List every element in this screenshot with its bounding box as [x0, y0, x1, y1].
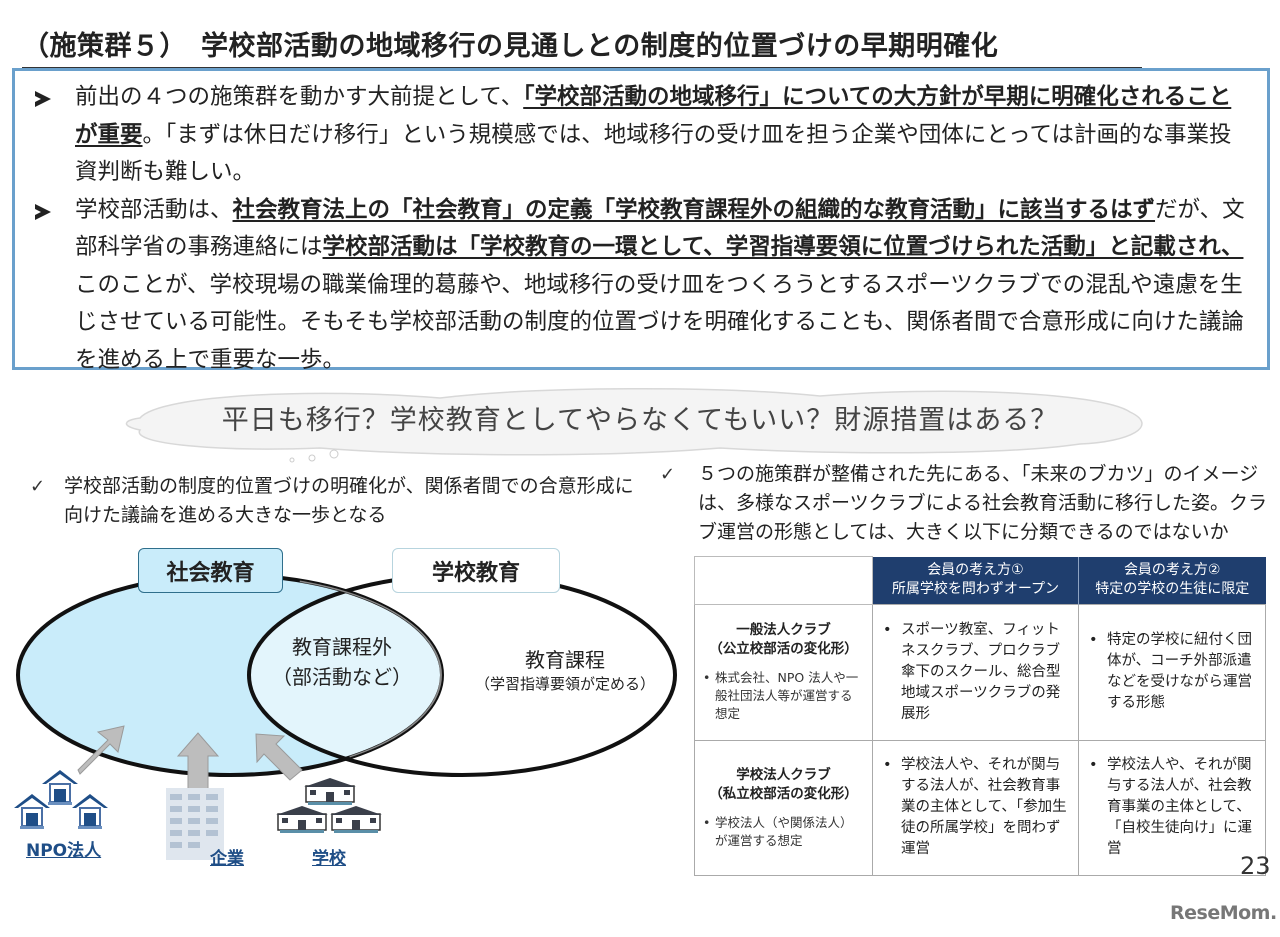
bullet-text: 。「まずは休日だけ移行」という規模感では、地域移行の受け皿を担う企業や団体にとっ…	[75, 121, 1232, 186]
cloud-shape-icon	[125, 388, 1143, 463]
thought-cloud: 平日も移行？学校教育としてやらなくてもいい？財源措置はある？	[120, 386, 1160, 463]
curriculum-label: 教育課程 （学習指導要領が定める）	[460, 646, 670, 694]
table-cell: 学校法人や、それが関与する法人が、社会教育事業の主体として、「参加生徒の所属学校…	[872, 739, 1079, 876]
column-header-line-1: 会員の考え方①	[927, 562, 1024, 579]
venn-ellipses	[14, 573, 677, 860]
checkpoint-text: 学校部活動の制度的位置づけの明確化が、関係者間での合意形成に向けた議論を進める大…	[64, 475, 634, 526]
arrow-company-icon	[176, 732, 220, 791]
bullet-emphasis: 「学校部活動の地域移行」についての大方針が早期に明確化されることが重要	[75, 84, 1232, 148]
npo-houses-icon	[14, 770, 108, 829]
column-header-line-1: 会員の考え方②	[1123, 562, 1221, 579]
summary-box: 前出の４つの施策群を動かす大前提として、「学校部活動の地域移行」についての大方針…	[12, 68, 1270, 373]
page-title: （施策群５） 学校部活動の地域移行の見通しとの制度的位置づけの早期明確化	[22, 24, 1142, 69]
club-types-table: 会員の考え方① 所属学校を問わずオープン 会員の考え方② 特定の学校の生徒に限定…	[694, 556, 1267, 876]
arrow-bullet-icon	[35, 91, 51, 107]
curriculum-main: 教育課程	[525, 648, 605, 672]
table-row: 一般法人クラブ （公立校部活の変化形） 株式会社、NPO 法人や一般社団法人等が…	[694, 604, 1267, 741]
bullet-emphasis: 学校部活動は「学校教育の一環として、学習指導要領に位置づけられた活動」と記載され…	[322, 234, 1244, 260]
page-number: 23	[1240, 852, 1271, 880]
row-name: 学校法人クラブ	[736, 766, 831, 783]
checkmark-icon: ✓	[660, 464, 676, 485]
arrow-school-icon	[255, 733, 303, 781]
column-header-line-2: 所属学校を問わずオープン	[891, 581, 1060, 598]
cell-text: 学校法人や、それが関与する法人が、社会教育事業の主体として、「自校生徒向け」に運…	[1087, 755, 1257, 860]
left-checkpoint: ✓ 学校部活動の制度的位置づけの明確化が、関係者間での合意形成に向けた議論を進め…	[30, 472, 640, 530]
extracurricular-label: 教育課程外 （部活動など）	[262, 632, 422, 692]
overlap-line-2: （部活動など）	[272, 665, 412, 689]
table-cell: スポーツ教室、フィットネスクラブ、プロクラブ傘下のスクール、総合型地域スポーツク…	[872, 604, 1079, 741]
school-education-label: 学校教育	[392, 548, 560, 593]
checkpoint-text: ５つの施策群が整備された先にある、「未来のブカツ」のイメージは、多様なスポーツク…	[698, 463, 1268, 543]
cloud-question-text: 平日も移行？学校教育としてやらなくてもいい？財源措置はある？	[221, 405, 1059, 436]
arrow-bullet-icon	[35, 203, 51, 220]
table-cell: 学校法人や、それが関与する法人が、社会教育事業の主体として、「自校生徒向け」に運…	[1077, 739, 1267, 876]
column-header-open: 会員の考え方① 所属学校を問わずオープン	[872, 556, 1079, 605]
cell-text: 特定の学校に紐付く団体が、コーチ外部派遣などを受けながら運営する形態	[1087, 630, 1257, 714]
table-cell: 特定の学校に紐付く団体が、コーチ外部派遣などを受けながら運営する形態	[1077, 604, 1267, 741]
column-header-line-2: 特定の学校の生徒に限定	[1095, 581, 1250, 598]
cell-text: スポーツ教室、フィットネスクラブ、プロクラブ傘下のスクール、総合型地域スポーツク…	[881, 620, 1070, 725]
entity-npo-label: NPO法人	[26, 841, 102, 861]
cell-text: 学校法人や、それが関与する法人が、社会教育事業の主体として、「参加生徒の所属学校…	[881, 755, 1070, 860]
resemom-logo: ReseMom.	[1170, 902, 1277, 924]
table-header-row: 会員の考え方① 所属学校を問わずオープン 会員の考え方② 特定の学校の生徒に限定	[694, 556, 1266, 605]
social-education-label: 社会教育	[138, 548, 283, 593]
summary-bullet-2: 学校部活動は、社会教育法上の「社会教育」の定義「学校教育課程外の組織的な教育活動…	[29, 192, 1253, 380]
arrow-npo-icon	[77, 725, 125, 775]
bullet-text: だが、文部科学省の事務連絡には	[75, 196, 1245, 261]
bullet-emphasis: 社会教育法上の「社会教育」の定義「学校教育課程外の組織的な教育活動」に該当するは…	[232, 196, 1156, 223]
overlap-line-1: 教育課程外	[292, 635, 392, 659]
checkmark-icon: ✓	[30, 476, 46, 497]
schools-icon	[276, 778, 382, 833]
entity-school-label: 学校	[312, 849, 346, 869]
row-header-general-corp: 一般法人クラブ （公立校部活の変化形） 株式会社、NPO 法人や一般社団法人等が…	[694, 604, 873, 741]
bullet-text: 学校部活動は、	[75, 196, 233, 223]
entity-company-label: 企業	[210, 849, 244, 869]
row-note: 学校法人（や関係法人）が運営する想定	[703, 814, 864, 850]
row-header-school-corp: 学校法人クラブ （私立校部活の変化形） 学校法人（や関係法人）が運営する想定	[694, 739, 873, 876]
row-subname: （私立校部活の変化形）	[709, 785, 858, 802]
office-building-icon	[166, 788, 224, 860]
row-subname: （公立校部活の変化形）	[709, 641, 858, 658]
venn-diagram: 社会教育 学校教育 教育課程外 （部活動など） 教育課程 （学習指導要領が定める…	[0, 540, 690, 870]
bullet-text: 前出の４つの施策群を動かす大前提として、	[75, 84, 524, 110]
table-corner-cell	[694, 556, 873, 605]
row-name: 一般法人クラブ	[736, 622, 831, 639]
row-note: 株式会社、NPO 法人や一般社団法人等が運営する想定	[703, 669, 864, 723]
right-checkpoint: ✓ ５つの施策群が整備された先にある、「未来のブカツ」のイメージは、多様なスポー…	[660, 460, 1270, 547]
curriculum-sub: （学習指導要領が定める）	[474, 675, 655, 693]
summary-bullet-1: 前出の４つの施策群を動かす大前提として、「学校部活動の地域移行」についての大方針…	[29, 79, 1253, 192]
column-header-limited: 会員の考え方② 特定の学校の生徒に限定	[1077, 556, 1266, 605]
table-row: 学校法人クラブ （私立校部活の変化形） 学校法人（や関係法人）が運営する想定 学…	[694, 739, 1267, 876]
bullet-text: このことが、学校現場の職業倫理的葛藤や、地域移行の受け皿をつくろうとするスポーツ…	[75, 271, 1244, 373]
